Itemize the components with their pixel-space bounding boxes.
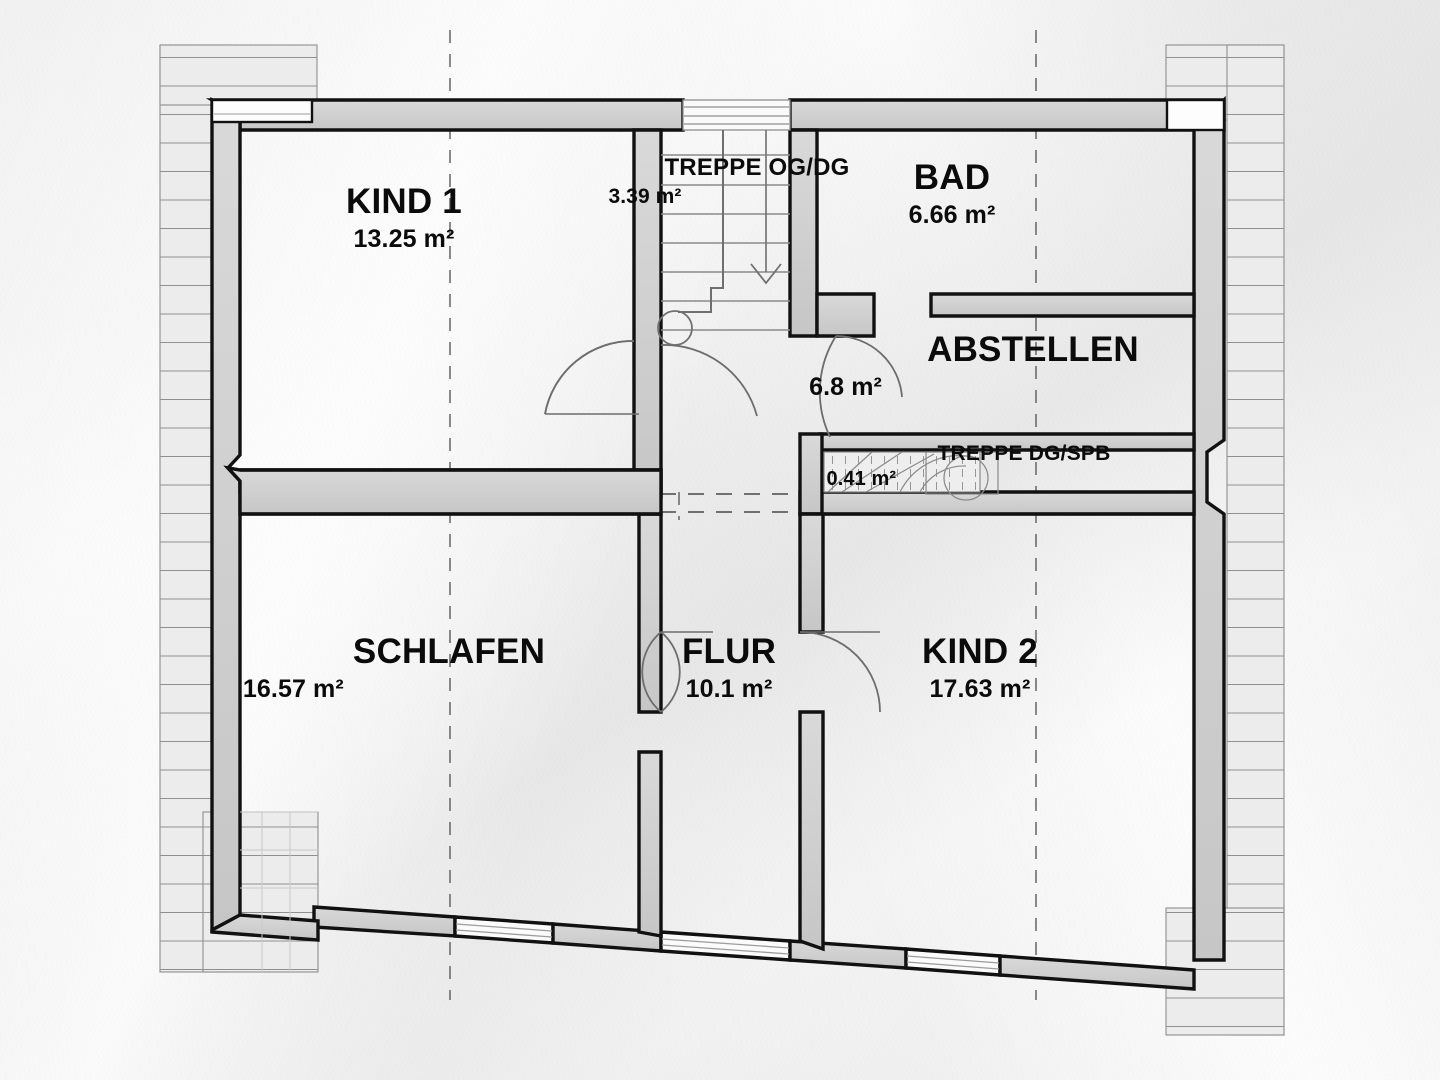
wall-schlafen-flur-lower xyxy=(637,750,663,939)
room-label-schlafen: SCHLAFEN 16.57 m² xyxy=(243,632,546,703)
door-swing-abstellen xyxy=(818,335,837,438)
door-swing-bad xyxy=(835,335,903,398)
door-swing-kind2 xyxy=(799,631,881,713)
door-swing-flur-left xyxy=(641,631,662,713)
room-label-treppe-dg-spb: TREPPE DG/SPB 0.41 m² xyxy=(827,442,1111,490)
stair-down-arrow-icon xyxy=(750,263,782,285)
room-name-kind2: KIND 2 xyxy=(922,632,1038,671)
room-area-treppe-dg-spb: 0.41 m² xyxy=(826,467,897,490)
wall-left-exterior xyxy=(210,96,242,933)
wall-spb-bottom xyxy=(798,490,1196,516)
room-name-bad: BAD xyxy=(913,158,991,197)
room-area-kind2: 17.63 m² xyxy=(929,675,1031,704)
wall-flur-kind2 xyxy=(798,512,825,634)
room-area-schlafen: 16.57 m² xyxy=(242,675,344,704)
stair-treppe-og-dg xyxy=(657,130,790,346)
wall-flur-kind2-lower xyxy=(798,710,825,952)
room-label-kind1: KIND 1 13.25 m² xyxy=(346,182,462,253)
top-windows xyxy=(210,98,1226,132)
wall-right-exterior xyxy=(1192,95,1226,962)
room-name-schlafen: SCHLAFEN xyxy=(352,632,546,671)
room-name-treppe-og-dg: TREPPE OG/DG xyxy=(664,154,850,181)
window-top-stair xyxy=(682,99,791,131)
door-swings xyxy=(544,335,903,713)
wall-bad-abstellen xyxy=(929,292,1196,318)
wall-schlafen-flur xyxy=(637,512,663,714)
wall-detail-lines xyxy=(240,468,1194,516)
stair-newel-post-icon xyxy=(657,310,693,346)
room-name-flur: FLUR xyxy=(681,632,777,671)
room-area-abstellen: 6.8 m² xyxy=(809,373,882,402)
window-top-right xyxy=(1165,98,1226,132)
stair-handrail-ogdg xyxy=(678,130,724,313)
wall-bottom-seg1 xyxy=(312,905,457,938)
room-area-treppe-og-dg: 3.39 m² xyxy=(608,184,682,208)
walls xyxy=(205,95,1226,991)
ghost-construction-lines xyxy=(240,811,318,972)
room-area-flur: 10.1 m² xyxy=(685,675,773,704)
wall-top-right xyxy=(788,98,1226,132)
wall-spb-left xyxy=(798,432,824,516)
room-area-kind1: 13.25 m² xyxy=(353,225,455,254)
room-label-kind2: KIND 2 17.63 m² xyxy=(922,632,1038,703)
window-top-left xyxy=(210,98,314,124)
room-label-bad: BAD 6.66 m² xyxy=(909,158,996,229)
room-name-kind1: KIND 1 xyxy=(346,182,462,221)
room-name-abstellen: ABSTELLEN xyxy=(927,330,1139,369)
axis-lines-flur xyxy=(660,493,802,513)
hatch-block-top-left xyxy=(159,44,318,106)
room-label-treppe-og-dg: TREPPE OG/DG 3.39 m² xyxy=(608,154,850,208)
door-swing-treppe xyxy=(660,344,758,417)
bottom-window-glazing xyxy=(455,923,1000,970)
hatch-block-right xyxy=(1226,44,1285,1036)
wall-kind1-schlafen-band xyxy=(223,465,663,516)
wall-bottom-left-jog xyxy=(210,913,320,942)
room-label-flur: FLUR 10.1 m² xyxy=(682,632,776,703)
room-label-abstellen: ABSTELLEN 6.8 m² xyxy=(809,330,1139,401)
wall-bottom-seg4 xyxy=(998,954,1196,991)
wall-bad-abstellen-stub xyxy=(815,292,876,338)
room-name-treppe-dg-spb: TREPPE DG/SPB xyxy=(937,442,1111,465)
room-area-bad: 6.66 m² xyxy=(908,201,996,230)
stair-treppe-dg-spb xyxy=(823,451,999,501)
